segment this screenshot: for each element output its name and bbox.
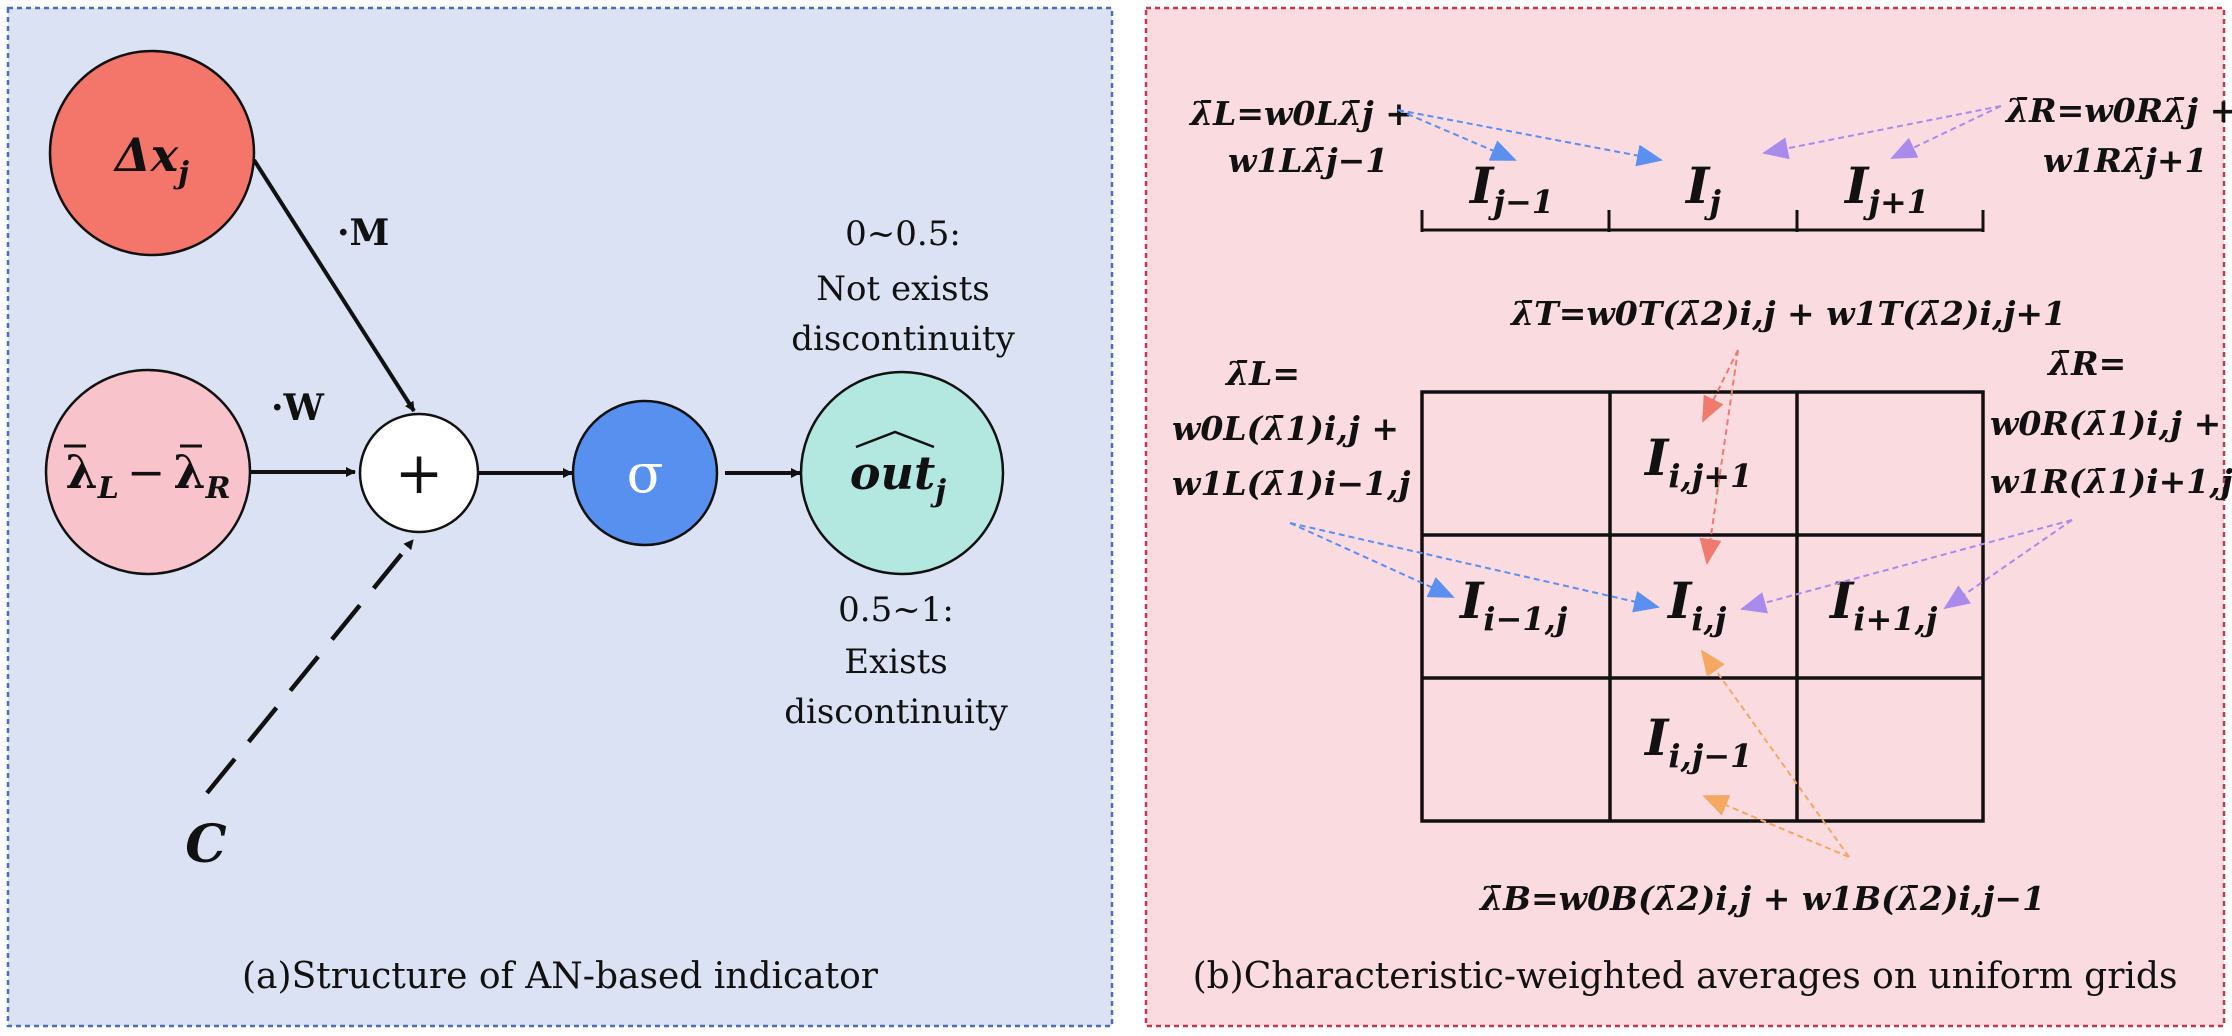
formula-left: λ̄L= w0L(λ̄1)i,j + w1L(λ̄1)i−1,j: [1172, 354, 1411, 503]
formula-bottom: λ̄B=w0B(λ̄2)i,j + w1B(λ̄2)i,j−1: [1478, 879, 2045, 918]
lambda-r-subscript: R: [205, 471, 231, 506]
arrow-bottom-to-ijm1: [1702, 795, 1850, 858]
formula-right: λ̄R= w0R(λ̄1)i,j + w1R(λ̄1)i+1,j: [1990, 344, 2232, 501]
output-notes-high: 0.5~1: Exists discontinuity: [784, 590, 1008, 732]
formula-left-3: w1L(λ̄1)i−1,j: [1172, 464, 1411, 503]
output-hat: [855, 430, 935, 449]
arrow-line-left-to-j: [1397, 109, 1663, 167]
formula-right-2: w0R(λ̄1)i,j +: [1990, 404, 2221, 443]
svg-text:outj: outj: [850, 446, 946, 509]
formula-line-right-2: w1Rλ̄j+1: [2043, 141, 2207, 180]
edge-label-m: ·M: [337, 212, 389, 254]
arrow-bottom-to-ij: [1700, 649, 1850, 858]
svg-text:λL−λR: λL−λR: [65, 445, 230, 506]
formula-left-2: w0L(λ̄1)i,j +: [1172, 409, 1399, 448]
line-cell-left: Ij−1: [1468, 156, 1554, 221]
formula-line-left-2: w1Lλ̄j−1: [1228, 141, 1388, 180]
panel-b-caption: (b)Characteristic-weighted averages on u…: [1193, 956, 2178, 997]
panel-a-caption: (a)Structure of AN-based indicator: [242, 956, 879, 997]
line-cell-center: Ij: [1684, 156, 1721, 221]
formula-right-3: w1R(λ̄1)i+1,j: [1990, 462, 2232, 501]
grid-cell-center: Ii,j: [1666, 571, 1727, 638]
grid-cell-right: Ii+1,j: [1828, 571, 1938, 638]
high-line1: Exists: [844, 642, 947, 682]
formula-left-1: λ̄L=: [1224, 354, 1300, 393]
formula-right-1: λ̄R=: [2046, 344, 2126, 383]
line-cell-right: Ij+1: [1843, 156, 1929, 221]
high-line2: discontinuity: [784, 692, 1008, 732]
edge-c-to-sum: [205, 538, 415, 795]
node-sum: +: [358, 412, 480, 534]
panel-a: ·M ·W Δxj λL−λR + σ: [6, 6, 1114, 1028]
output-label: out: [850, 446, 935, 500]
sigma-symbol: σ: [627, 442, 664, 505]
grid-cell-bottom: Ii,j−1: [1643, 708, 1752, 775]
grid-cell-top: Ii,j+1: [1643, 428, 1752, 495]
arrow-top-to-ijp1: [1702, 349, 1739, 423]
lambda-l-subscript: L: [97, 471, 119, 506]
delta-x-label: Δx: [113, 128, 179, 182]
edge-delta-x-to-sum: [252, 158, 416, 413]
low-line2: discontinuity: [791, 319, 1015, 359]
panel-b-background: [1144, 6, 2226, 1028]
output-notes-low: 0~0.5: Not exists discontinuity: [791, 214, 1015, 359]
node-sigma: σ: [571, 399, 719, 547]
grid: [1420, 390, 1985, 823]
arrow-line-right-to-j: [1762, 105, 2002, 160]
panel-b: Ij−1 Ij Ij+1 λ̄L=w0Lλ̄j + w1Lλ̄j−1 λ̄R=w…: [1144, 6, 2232, 1028]
minus-sign: −: [127, 445, 166, 499]
formula-line-right: λ̄R=w0Rλ̄j + w1Rλ̄j+1: [2004, 91, 2232, 180]
formula-top: λ̄T=w0T(λ̄2)i,j + w1T(λ̄2)i,j+1: [1509, 294, 2066, 333]
low-line1: Not exists: [816, 269, 989, 309]
grid-cell-left: Ii−1,j: [1458, 571, 1568, 638]
svg-text:Δxj: Δxj: [113, 128, 189, 191]
node-delta-x: Δxj: [48, 49, 256, 257]
node-output: outj: [799, 370, 1005, 576]
arrow-right-to-ij: [1740, 519, 2073, 614]
arrow-left-to-ij: [1289, 522, 1660, 613]
line-axis: [1420, 210, 1985, 232]
formula-line-right-1: λ̄R=w0Rλ̄j +: [2004, 91, 2232, 130]
arrow-right-to-ip1j: [1943, 519, 2073, 610]
high-range: 0.5~1:: [838, 590, 954, 630]
input-c: C: [185, 814, 226, 875]
sum-symbol: +: [395, 439, 444, 507]
low-range: 0~0.5:: [845, 214, 961, 254]
arrow-line-right-to-jp1: [1890, 105, 2002, 159]
lambda-l-label: λ: [65, 445, 97, 499]
formula-line-left-1: λ̄L=w0Lλ̄j +: [1188, 94, 1413, 133]
node-lambda-difference: λL−λR: [44, 368, 252, 576]
arrow-top-to-ij: [1699, 349, 1739, 565]
arrow-line-left-to-jm1: [1397, 109, 1517, 161]
lambda-r-label: λ: [173, 445, 205, 499]
formula-line-left: λ̄L=w0Lλ̄j + w1Lλ̄j−1: [1188, 94, 1413, 180]
edge-label-w: ·W: [271, 387, 325, 429]
